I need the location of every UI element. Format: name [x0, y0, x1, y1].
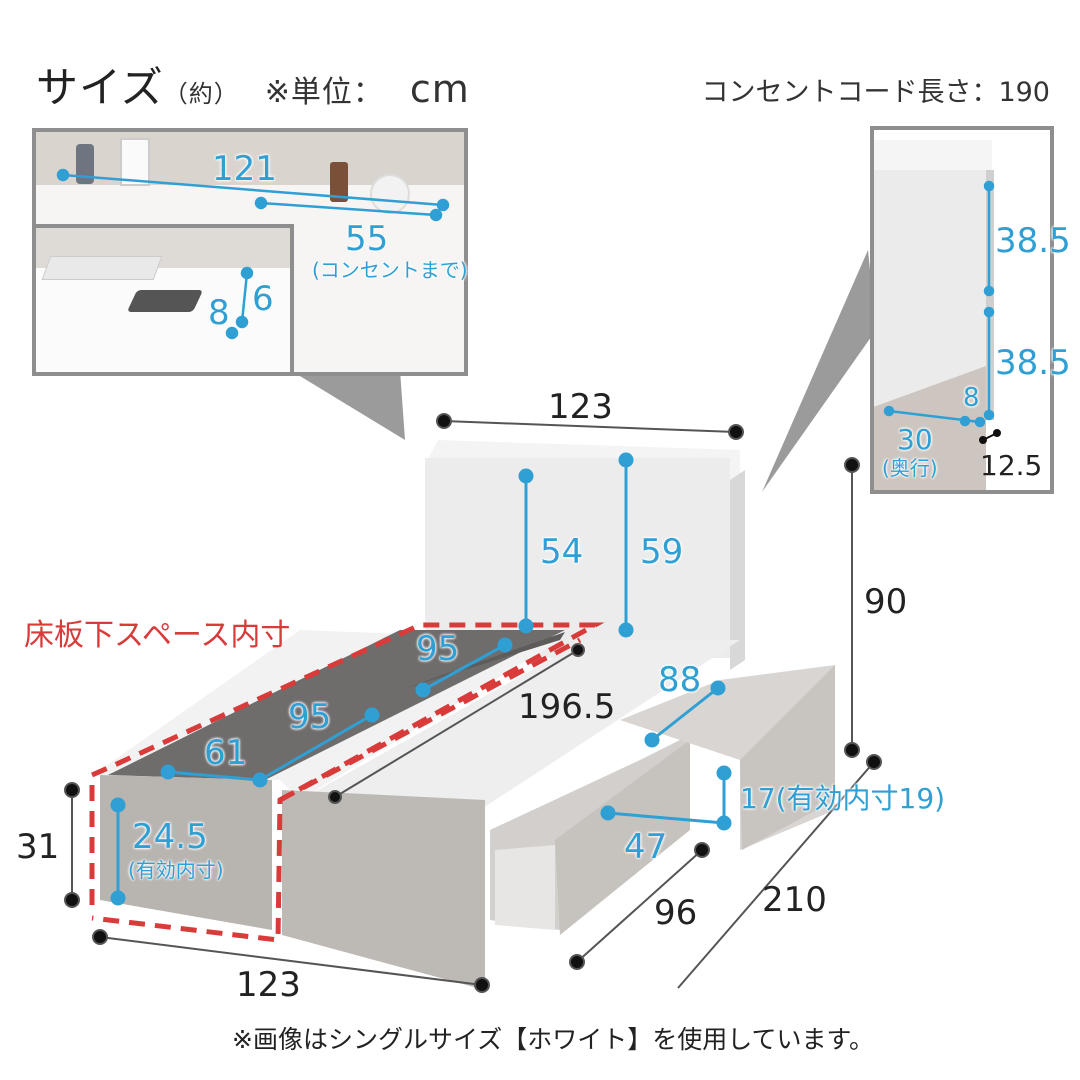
headboard — [425, 440, 745, 670]
title-text: サイズ — [36, 63, 164, 112]
front-side-panel — [282, 790, 485, 990]
footnote: ※画像はシングルサイズ【ホワイト】を使用しています。 — [232, 1025, 874, 1054]
callout-pointer-left — [290, 370, 405, 440]
dim-drawer-pulled-out: 96 — [654, 893, 698, 933]
callout-pointer-right — [762, 250, 876, 492]
dim-shelf-depth: 30 — [897, 423, 933, 456]
dim-outlet-height-b: 6 — [252, 279, 274, 319]
unit-label: ※単位： — [264, 75, 384, 110]
dim-under-space-height-note: (有効内寸) — [128, 858, 224, 882]
under-space-outline — [89, 622, 605, 943]
dim-drawer-height: 17(有効内寸19) — [740, 782, 946, 815]
dim-drawer-width: 47 — [624, 827, 668, 867]
dim-under-space-len-b: 95 — [288, 697, 332, 737]
dim-side-height: 31 — [16, 827, 60, 867]
dim-outlet-distance-note: (コンセントまで) — [312, 258, 468, 282]
smartphone-icon — [126, 290, 204, 312]
dim-headboard-depth: 12.5 — [980, 449, 1043, 482]
diffuser-icon — [330, 162, 348, 202]
dim-shelf-lower-height: 38.5 — [995, 343, 1071, 383]
cord-length-value: 190 — [998, 77, 1050, 108]
under-space-floor — [108, 630, 565, 780]
dim-shelf-depth-note: (奥行) — [882, 456, 938, 480]
dim-length-inner: 196.5 — [518, 687, 616, 727]
vase-icon — [76, 144, 94, 184]
dim-outlet-distance: 55 — [345, 219, 389, 259]
blue-dimension-lines — [110, 452, 732, 906]
dim-shelf-inner-gap: 8 — [963, 383, 980, 413]
headboard-shelf-inset — [32, 128, 468, 376]
black-dimension-lines — [64, 413, 882, 993]
page-title: サイズ（約） ※単位： cm — [36, 54, 470, 115]
dim-under-space-height: 24.5 — [132, 817, 208, 857]
cord-length: コンセントコード長さ：190 — [701, 70, 1050, 109]
cord-length-label: コンセントコード長さ： — [701, 77, 999, 108]
power-strip-icon — [41, 256, 163, 280]
dim-drawer-length: 88 — [658, 660, 702, 700]
unit-value: cm — [409, 67, 470, 111]
dim-overall-height: 90 — [864, 582, 908, 622]
drawer-back — [620, 665, 835, 850]
dim-width-total: 123 — [236, 965, 301, 1005]
approx-note: （約） — [163, 80, 239, 108]
dim-length-total: 210 — [762, 880, 827, 920]
clock-icon — [370, 174, 410, 214]
under-space-label: 床板下スペース内寸 — [24, 618, 291, 653]
dim-outlet-height-a: 8 — [208, 293, 230, 333]
dim-under-space-width: 61 — [204, 733, 248, 773]
outlet-inset — [36, 224, 294, 372]
dim-shelf-width: 121 — [212, 149, 277, 189]
left-end-panel — [100, 775, 272, 930]
dim-headboard-width: 123 — [548, 387, 613, 427]
drawer-front — [490, 735, 690, 935]
photo-frame-icon — [120, 138, 150, 186]
dim-headboard-outer-height: 59 — [640, 532, 684, 572]
dim-headboard-inner-height: 54 — [540, 532, 584, 572]
dim-shelf-upper-height: 38.5 — [995, 221, 1071, 261]
dim-under-space-len-a: 95 — [416, 629, 460, 669]
